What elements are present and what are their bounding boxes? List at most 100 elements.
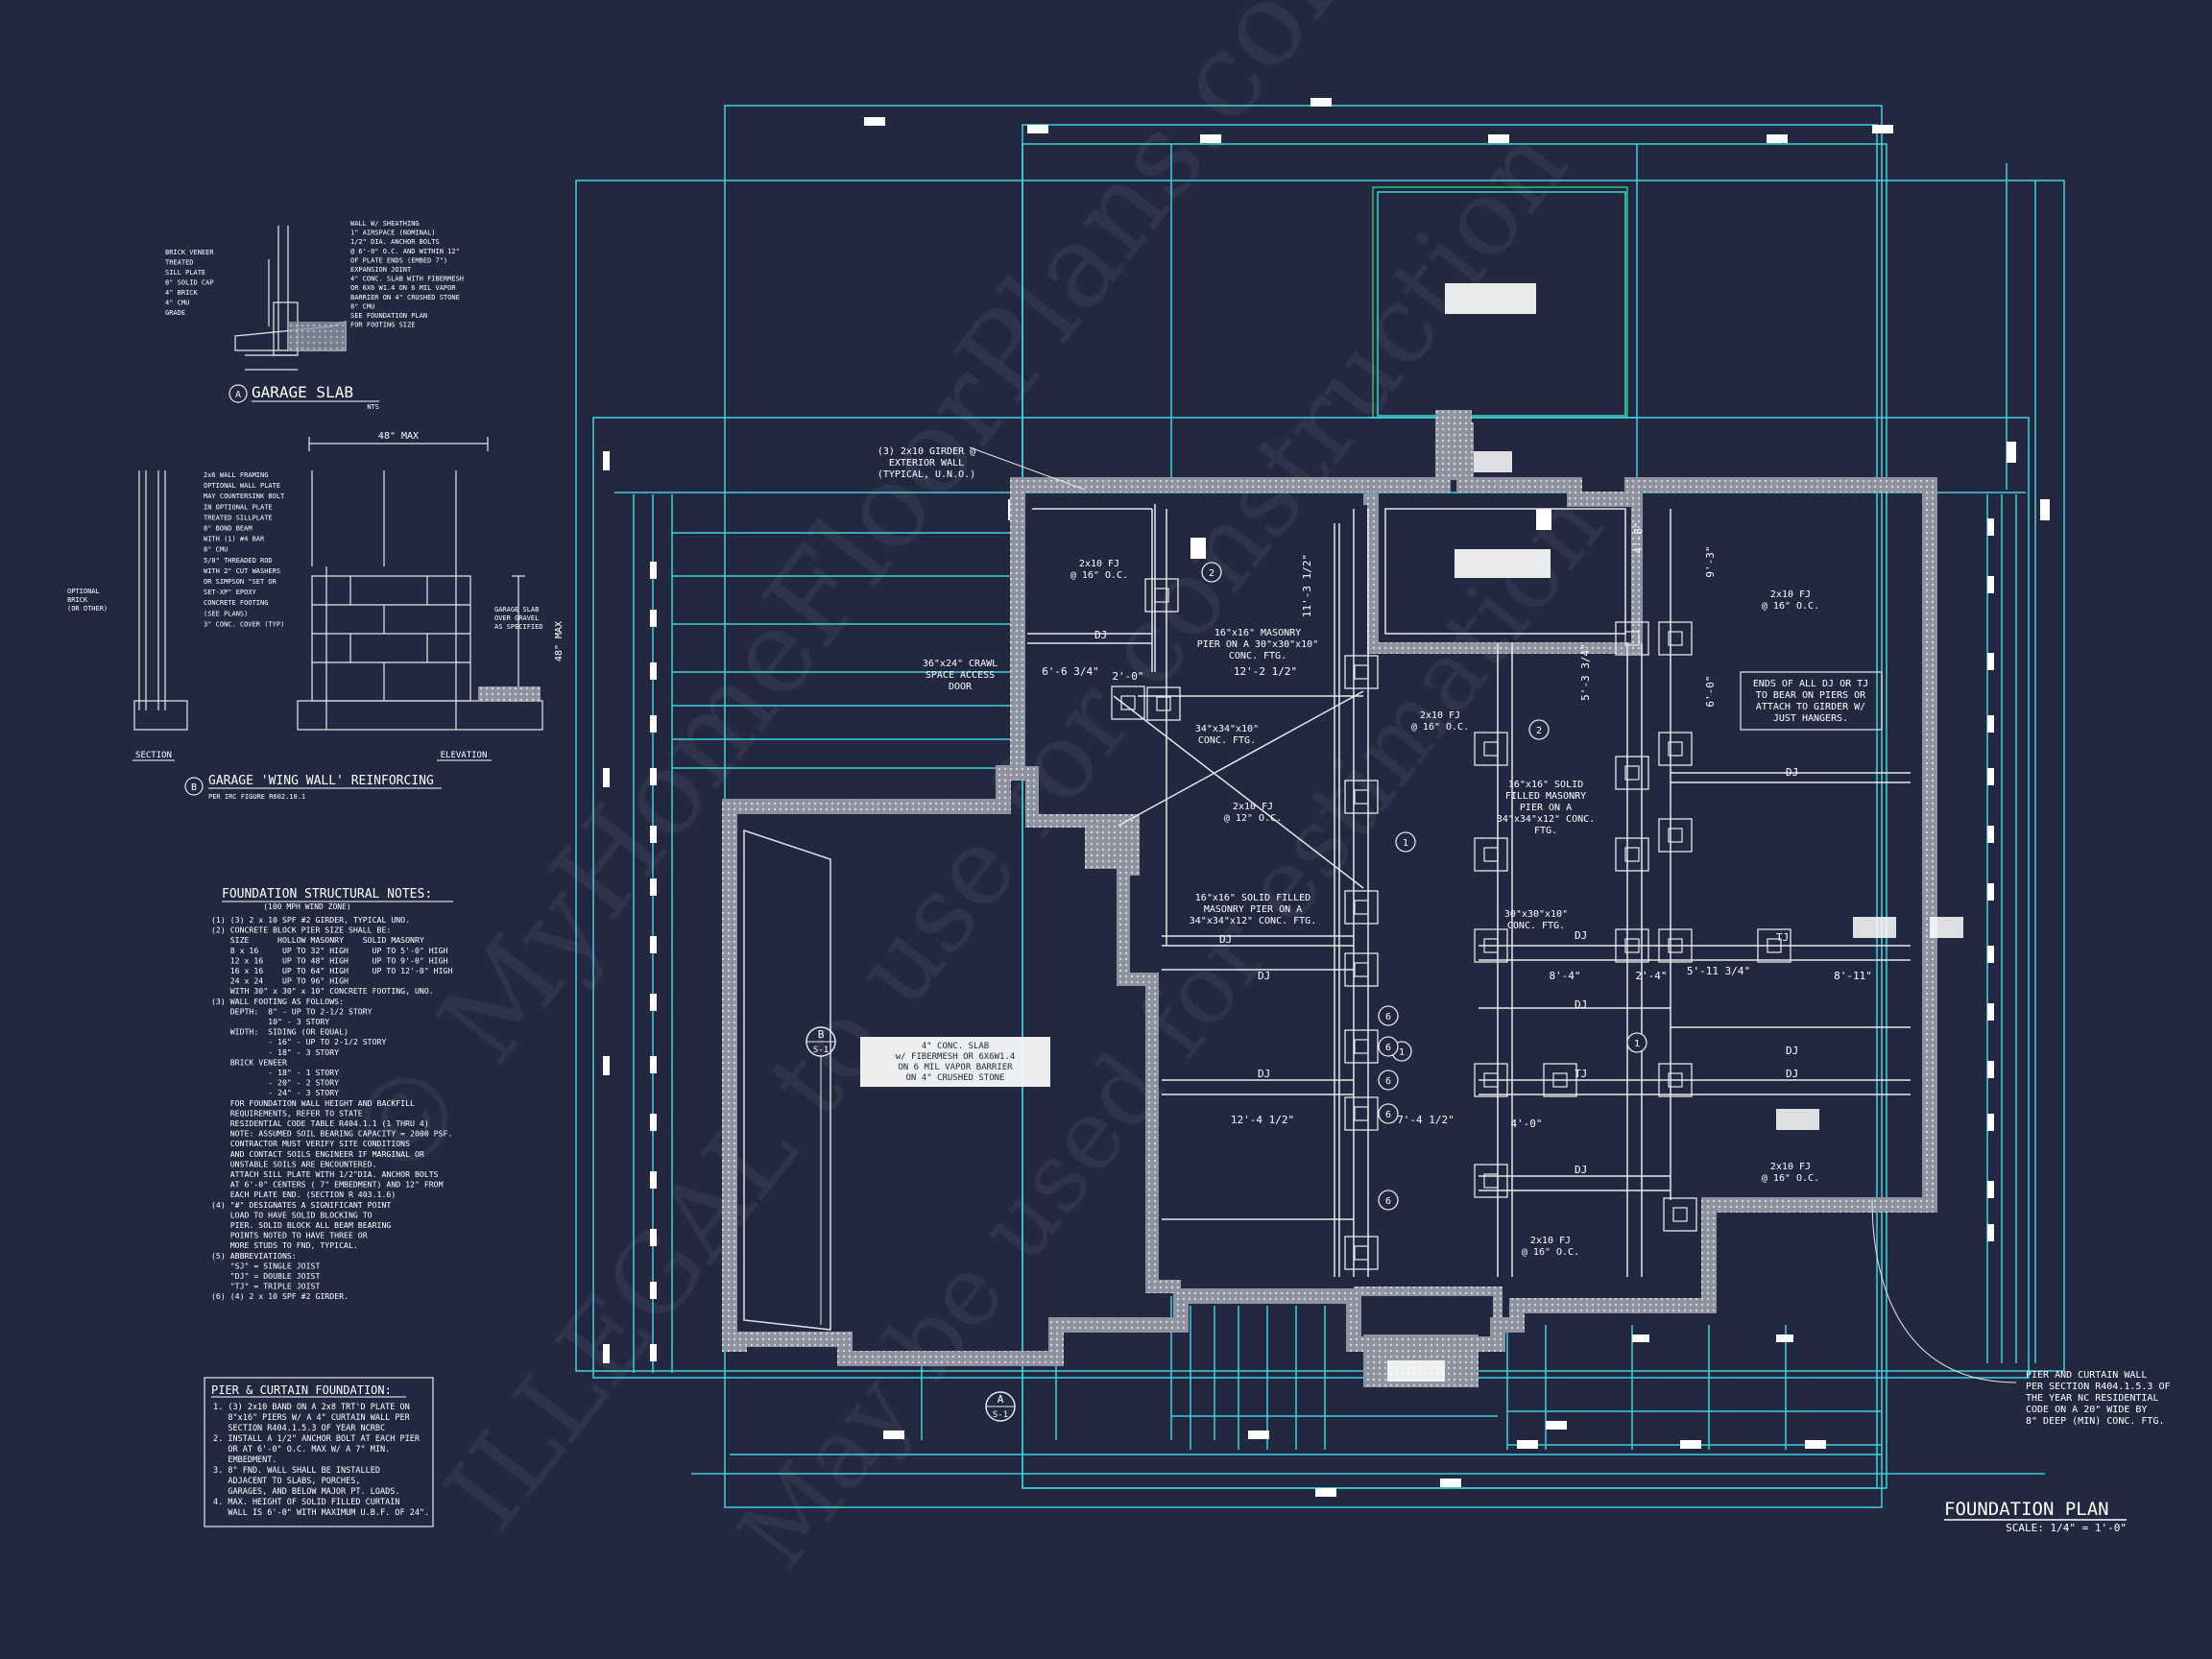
section-marker-a[interactable]: A S-1 [985, 1391, 1016, 1422]
left-dim-tag-8 [650, 936, 657, 953]
pier-21 [1658, 928, 1693, 963]
pier-core-26 [1120, 695, 1136, 710]
pier-2 [1344, 655, 1379, 689]
note-line-20: REQUIREMENTS, REFER TO STATE [211, 1108, 363, 1118]
ends-note: ENDS OF ALL DJ OR TJ TO BEAR ON PIERS OR… [1753, 679, 1868, 724]
note-line-38: (6) (4) 2 x 10 SPF #2 GIRDER. [211, 1291, 349, 1301]
detail-b-label-2: OPTIONAL WALL PLATE [204, 482, 280, 490]
note-line-5: 12 x 16 UP TO 48" HIGH UP TO 9'-0" HIGH [211, 955, 448, 965]
pier-17 [1615, 928, 1649, 963]
detail-a-label-10: 8" CMU [350, 302, 374, 310]
note-line-8: WITH 30" x 30" x 10" CONCRETE FOOTING, U… [211, 986, 434, 996]
section-marker-b[interactable]: B S-1 [805, 1026, 836, 1325]
note-line-34: (5) ABBREVIATIONS: [211, 1251, 297, 1261]
note-line-17: - 20" - 2 STORY [211, 1078, 339, 1088]
note-line-2: (2) CONCRETE BLOCK PIER SIZE SHALL BE: [211, 926, 391, 935]
detail-b-elevation-label: ELEVATION [441, 751, 488, 760]
pier-c-callout-3: PIER ON A [1520, 803, 1572, 813]
pier-core-16 [1624, 847, 1640, 862]
dj-tj-labels: DJ DJ DJ DJ DJ DJ DJ DJ DJ DJ TJ TJ [1094, 629, 1798, 1176]
note-line-30: LOAD TO HAVE SOLID BLOCKING TO [211, 1210, 373, 1219]
pier-c-callout-4: 34"x34"x12" CONC. [1497, 814, 1595, 825]
detail-b-right-1: GARAGE SLAB [494, 606, 539, 613]
dim-9: 7'-4 1/2" [1397, 1114, 1455, 1126]
dim-11: 11'-3 1/2" [1301, 554, 1313, 617]
detail-a-left-label-3: SILL PLATE [165, 269, 205, 276]
right-dim-tag-4 [1987, 715, 1994, 733]
pier-core-19 [1668, 741, 1683, 757]
plan-dimensions: 6'-6 3/4" 2'-0" 12'-2 1/2" 8'-4" 2'-4" 5… [1042, 521, 1872, 1130]
detail-b-left-1: OPTIONAL [67, 588, 100, 595]
left-dim-tag-13 [650, 1229, 657, 1246]
note-line-11: 10" - 3 STORY [211, 1017, 329, 1026]
pier-box-line-6: EMBEDMENT. [213, 1455, 277, 1465]
detail-b-label-6: 8" BOND BEAM [204, 525, 252, 533]
right-dim-tag-6 [1987, 826, 1994, 843]
right-dim-tag-11 [1987, 1114, 1994, 1131]
detail-a-left-label-6: 4" CMU [165, 300, 189, 307]
pier-a-callout-3: CONC. FTG. [1229, 651, 1286, 661]
detail-b-label-13: CONCRETE FOOTING [204, 599, 268, 607]
right-dim-tag-2 [1987, 576, 1994, 593]
pier-box-title: PIER & CURTAIN FOUNDATION: [211, 1383, 392, 1397]
outer-left-dim-tag-3 [603, 1056, 610, 1075]
pier-core-17 [1624, 938, 1640, 953]
plan-title: FOUNDATION PLAN [1944, 1499, 2109, 1520]
circle-marker-1: 1 [1399, 1047, 1405, 1058]
note-line-7: 24 x 24 UP TO 96" HIGH [211, 976, 349, 986]
pier-curtain-box: PIER & CURTAIN FOUNDATION: 1. (3) 2x10 B… [204, 1377, 434, 1527]
pier-core-18 [1668, 631, 1683, 646]
detail-b-right-2: OVER GRAVEL [494, 614, 539, 622]
detail-a-label-7: 4" CONC. SLAB WITH FIBERMESH [350, 276, 464, 283]
footing-a-callout-2: CONC. FTG. [1198, 735, 1256, 746]
dj-label-6: DJ [1786, 1045, 1798, 1057]
right-dim-tag-12 [1987, 1181, 1994, 1198]
girder-leader [969, 446, 1086, 491]
pier-19 [1658, 732, 1693, 766]
joist-label-9: 2x10 FJ [1770, 1162, 1811, 1172]
joist-label-7: 2x10 FJ [1420, 710, 1460, 721]
detail-b-side-dimension: 48" MAX [554, 621, 565, 661]
pier-core-4 [1354, 900, 1369, 915]
joist-label-4: @ 16" O.C. [1762, 601, 1819, 612]
note-line-16: - 18" - 1 STORY [211, 1068, 339, 1077]
pier-7 [1344, 1096, 1379, 1131]
pier-12 [1474, 1063, 1508, 1097]
dj-label-4: DJ [1258, 1068, 1270, 1080]
footing-a-callout-1: 34"x34"x10" [1195, 724, 1259, 734]
ends-note-line-2: TO BEAR ON PIERS OR [1756, 690, 1866, 701]
pier-10 [1474, 837, 1508, 872]
detail-b-section-label: SECTION [135, 751, 172, 760]
crawl-callout-3: DOOR [949, 682, 973, 692]
detail-a-title: GARAGE SLAB [252, 383, 353, 401]
dj-label-10: DJ [1575, 1164, 1587, 1176]
note-line-19: FOR FOUNDATION WALL HEIGHT AND BACKFILL [211, 1098, 415, 1108]
plan-callouts: (3) 2x10 GIRDER @ EXTERIOR WALL (TYPICAL… [878, 446, 2171, 1427]
left-dim-tag-4 [650, 715, 657, 733]
circle-marker-circle-6 [1378, 1005, 1399, 1026]
left-dim-tag-7 [650, 878, 657, 896]
pier-9 [1474, 732, 1508, 766]
detail-a-left-label-4: 8" SOLID CAP [165, 279, 214, 287]
circle-marker-circle-5 [1395, 831, 1416, 853]
pier-b-callout-1: 16"x16" SOLID FILLED [1195, 893, 1310, 903]
detail-a-scale: NTS [367, 403, 379, 411]
dim-1: 6'-6 3/4" [1042, 665, 1099, 678]
note-line-33: MORE STUDS TO FND, TYPICAL. [211, 1240, 358, 1250]
pier-3 [1344, 780, 1379, 814]
plan-scale: SCALE: 1/4" = 1'-0" [2006, 1522, 2127, 1534]
detail-b-label-4: IN OPTIONAL PLATE [204, 503, 273, 511]
left-dim-tag-9 [650, 994, 657, 1011]
note-line-9: (3) WALL FOOTING AS FOLLOWS: [211, 997, 344, 1006]
pier-23 [1757, 928, 1791, 963]
pier-core-14 [1624, 631, 1640, 646]
framing-lines [743, 504, 1911, 1331]
detail-b-left-3: (OR OTHER) [67, 605, 108, 613]
note-line-29: (4) "#" DESIGNATES A SIGNIFICANT POINT [211, 1200, 391, 1210]
section-b-letter: B [818, 1028, 825, 1041]
pier-27 [1146, 686, 1181, 721]
pier-core-10 [1483, 847, 1499, 862]
pier-core-7 [1354, 1106, 1369, 1121]
crawl-callout-1: 36"x24" CRAWL [923, 659, 998, 669]
